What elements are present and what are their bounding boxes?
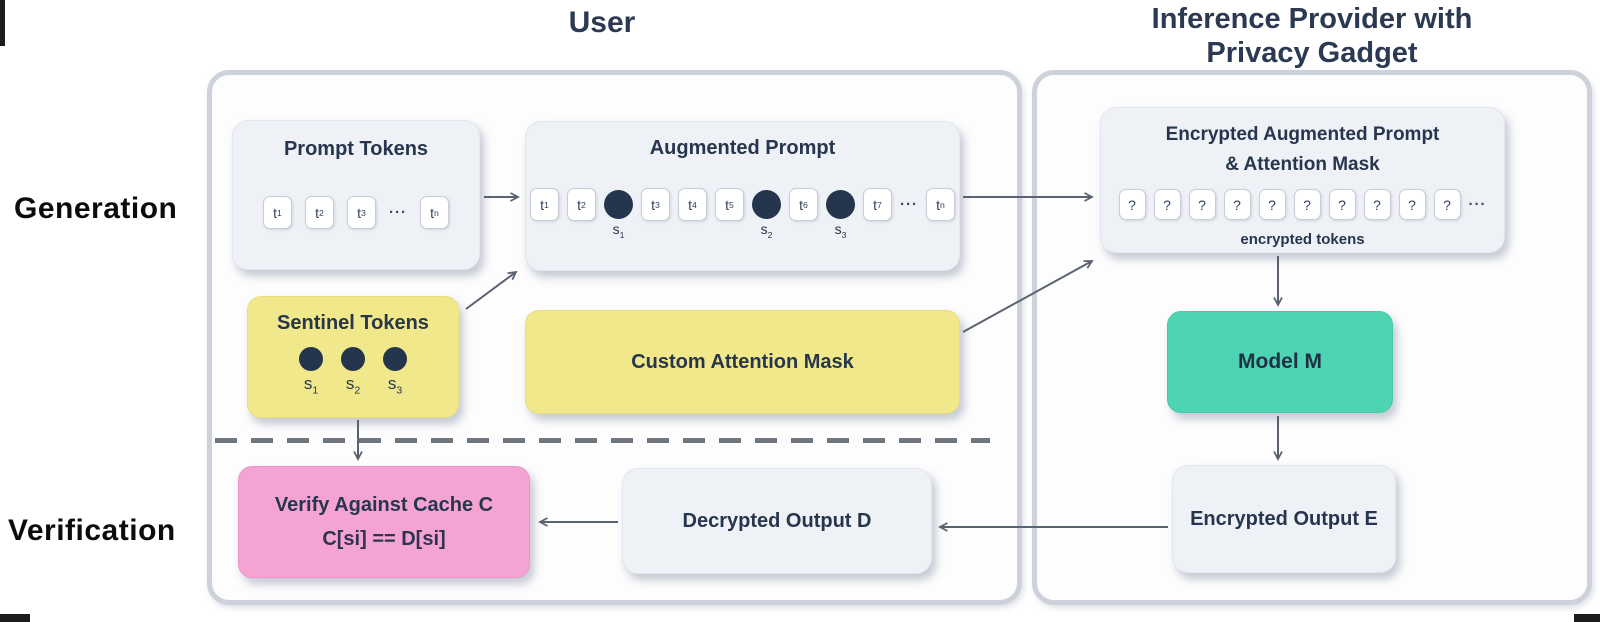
sentinel-dot-label: s1 [303,374,319,397]
decrypted-output-box: Decrypted Output D [622,468,932,574]
sentinel-dot: s1 [299,347,323,396]
encrypted-augmented-prompt-box: Encrypted Augmented Prompt & Attention M… [1100,107,1505,253]
ellipsis: ··· [389,204,407,221]
dot-icon [604,190,633,219]
dot-icon [383,347,407,371]
encrypted-token-row: ?????????? ··· [1101,189,1504,220]
augmented-prompt-title: Augmented Prompt [649,137,836,159]
sentinel-dot: s1 [604,190,633,239]
sentinel-tokens-title: Sentinel Tokens [277,312,429,334]
dot-icon [341,347,365,371]
token-chip: ? [1153,189,1181,220]
generation-verification-divider [215,438,990,443]
sentinel-dot-row: s1 s2 s3 [248,347,458,396]
encrypted-prompt-title-line2: & Attention Mask [1225,154,1380,175]
token-chip: ? [1188,189,1216,220]
token-chip: ? [1363,189,1391,220]
sentinel-dot: s2 [752,190,781,239]
sentinel-dot: s3 [826,190,855,239]
prompt-tokens-title: Prompt Tokens [283,138,429,160]
generation-label: Generation [14,192,178,225]
sentinel-dot: s3 [383,347,407,396]
encrypted-tokens-caption: encrypted tokens [1240,231,1365,248]
edge-artifact [0,0,5,46]
token-chip: ? [1398,189,1426,220]
token-chip: ? [1433,189,1461,220]
sentinel-dot-label: s3 [834,221,847,240]
edge-artifact [1574,614,1600,622]
user-panel-title: User [568,6,636,39]
sentinel-dot-label: s3 [387,374,403,397]
custom-attention-mask-box: Custom Attention Mask [525,310,960,414]
edge-artifact [0,614,30,622]
model-box: Model M [1167,311,1393,413]
encrypted-output-box: Encrypted Output E [1172,465,1396,573]
token-chip: ? [1223,189,1251,220]
provider-title-line1: Inference Provider with [1151,3,1473,35]
encrypted-output-title: Encrypted Output E [1190,507,1378,530]
encrypted-prompt-title: Encrypted Augmented Prompt & Attention M… [1101,120,1504,180]
encrypted-prompt-title-line1: Encrypted Augmented Prompt [1165,124,1440,145]
verify-formula: C[si] == D[si] [322,527,446,550]
ellipsis: ··· [900,196,918,213]
decrypted-output-title: Decrypted Output D [682,509,872,532]
verify-cache-title: Verify Against Cache C [274,493,494,516]
sentinel-dot-label: s1 [612,221,625,240]
provider-panel-title: Inference Provider with Privacy Gadget [1032,2,1592,70]
verification-label: Verification [8,514,176,547]
dot-icon [299,347,323,371]
token-chip: ? [1328,189,1356,220]
verify-cache-box: Verify Against Cache C C[si] == D[si] [238,466,530,578]
token-chip: ? [1258,189,1286,220]
sentinel-tokens-box: Sentinel Tokens s1 s2 s3 [247,296,459,418]
sentinel-dot-label: s2 [345,374,361,397]
sentinel-dot-label: s2 [760,221,773,240]
custom-attention-mask-title: Custom Attention Mask [631,350,854,373]
provider-title-line2: Privacy Gadget [1206,37,1418,69]
token-chip: ? [1118,189,1146,220]
ellipsis: ··· [1468,196,1487,213]
token-chip: ? [1293,189,1321,220]
dot-icon [826,190,855,219]
sentinel-dot: s2 [341,347,365,396]
model-title: Model M [1238,350,1322,373]
dot-icon [752,190,781,219]
